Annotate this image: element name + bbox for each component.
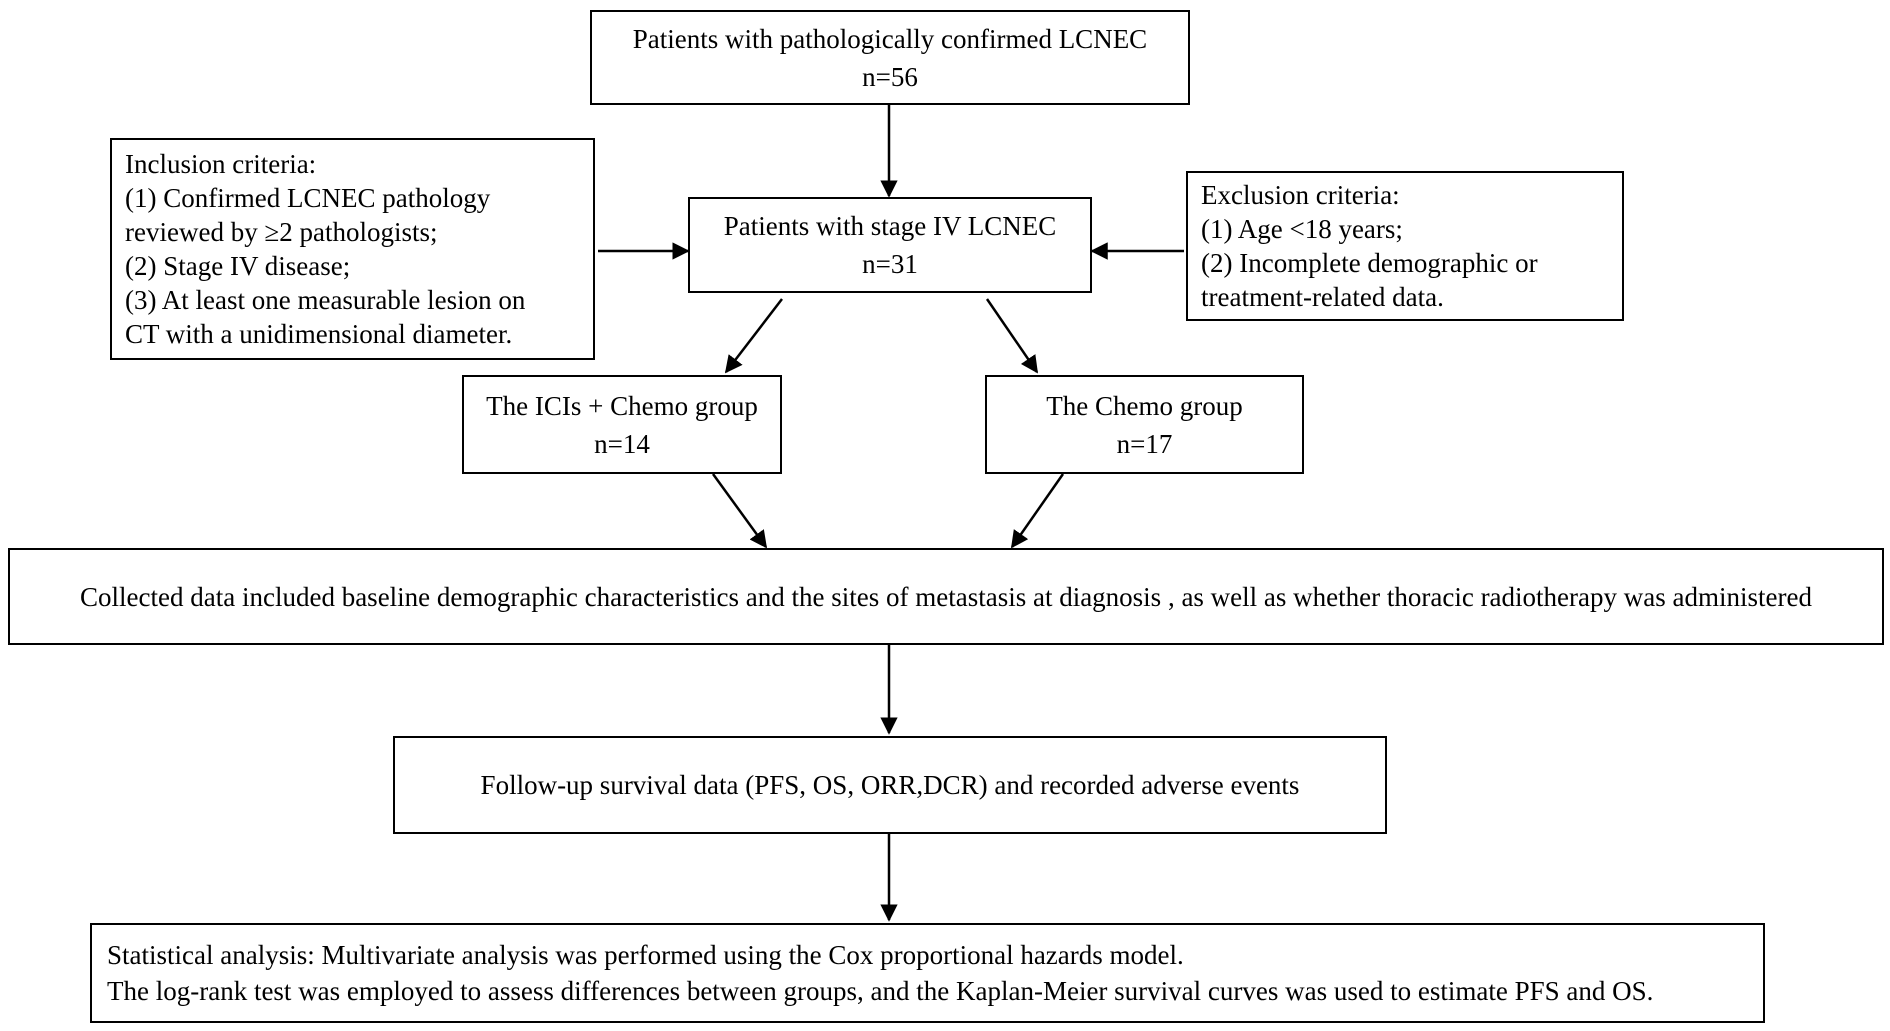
statistics-line-1: The log-rank test was employed to assess…: [107, 976, 1654, 1006]
inclusion-line-0: Inclusion criteria:: [125, 149, 317, 179]
box-ici-chemo-group: The ICIs + Chemo group n=14: [462, 375, 782, 474]
inclusion-line-3: (2) Stage IV disease;: [125, 251, 351, 281]
box-follow-up: Follow-up survival data (PFS, OS, ORR,DC…: [393, 736, 1387, 834]
inclusion-line-1: (1) Confirmed LCNEC pathology: [125, 183, 491, 213]
arrow-stage4-to-ici-group: [724, 298, 783, 374]
box-exclusion-criteria: Exclusion criteria: (1) Age <18 years; (…: [1186, 171, 1624, 321]
exclusion-line-0: Exclusion criteria:: [1201, 180, 1400, 210]
ici-group-count: n=14: [594, 428, 650, 459]
box-stage-iv-lcnec: Patients with stage IV LCNEC n=31: [688, 197, 1092, 293]
box-chemo-group: The Chemo group n=17: [985, 375, 1304, 474]
chemo-group-count: n=17: [1116, 428, 1173, 459]
stage-iv-title: Patients with stage IV LCNEC: [723, 211, 1057, 241]
inclusion-line-5: CT with a unidimensional diameter.: [125, 319, 513, 349]
box-collected-data: Collected data included baseline demogra…: [8, 548, 1884, 645]
exclusion-line-1: (1) Age <18 years;: [1201, 214, 1403, 244]
exclusion-line-2: (2) Incomplete demographic or: [1201, 248, 1538, 278]
collected-data-text: Collected data included baseline demogra…: [80, 581, 1812, 612]
box-statistical-analysis: Statistical analysis: Multivariate analy…: [90, 923, 1765, 1023]
arrow-chemo-group-to-collected: [1010, 473, 1065, 549]
box-confirmed-lcnec: Patients with pathologically confirmed L…: [590, 10, 1190, 105]
confirmed-lcnec-title: Patients with pathologically confirmed L…: [632, 23, 1148, 54]
box-inclusion-criteria: Inclusion criteria: (1) Confirmed LCNEC …: [110, 138, 595, 360]
stage-iv-count: n=31: [862, 249, 918, 279]
follow-up-text: Follow-up survival data (PFS, OS, ORR,DC…: [480, 770, 1300, 800]
statistics-line-0: Statistical analysis: Multivariate analy…: [107, 940, 1184, 970]
ici-group-title: The ICIs + Chemo group: [486, 390, 758, 421]
exclusion-line-3: treatment-related data.: [1201, 282, 1444, 312]
inclusion-line-4: (3) At least one measurable lesion on: [125, 285, 526, 315]
arrow-ici-group-to-collected: [711, 473, 768, 549]
inclusion-line-2: reviewed by ≥2 pathologists;: [125, 217, 438, 247]
confirmed-lcnec-count: n=56: [862, 61, 918, 92]
arrow-stage4-to-chemo-group: [985, 298, 1039, 374]
chemo-group-title: The Chemo group: [1046, 390, 1243, 421]
